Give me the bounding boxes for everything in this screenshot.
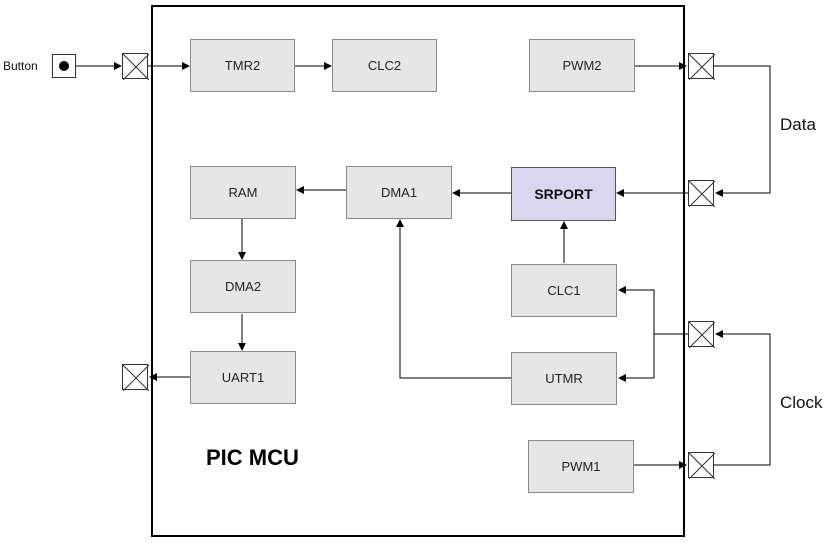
pin-icon-button-input bbox=[122, 53, 149, 80]
block-tmr2-label: TMR2 bbox=[224, 58, 261, 73]
block-utmr-label: UTMR bbox=[545, 371, 583, 386]
block-clc1[interactable]: CLC1 bbox=[511, 264, 617, 317]
block-clc2[interactable]: CLC2 bbox=[332, 39, 437, 92]
block-dma1[interactable]: DMA1 bbox=[346, 166, 452, 219]
block-dma1-label: DMA1 bbox=[380, 185, 418, 200]
block-clc1-label: CLC1 bbox=[547, 283, 581, 298]
button-label: Button bbox=[3, 59, 38, 73]
clock-signal-label: Clock bbox=[780, 393, 823, 412]
data-signal-label: Data bbox=[780, 115, 816, 134]
button-dot-icon bbox=[59, 61, 69, 71]
block-ram-label: RAM bbox=[228, 185, 258, 200]
mcu-title: PIC MCU bbox=[206, 445, 299, 470]
block-tmr2[interactable]: TMR2 bbox=[190, 39, 295, 92]
pushbutton-icon[interactable] bbox=[52, 54, 76, 78]
block-dma2-label: DMA2 bbox=[224, 279, 262, 294]
wire-clock-loop bbox=[714, 330, 771, 466]
pin-icon-pwm2-output bbox=[688, 53, 715, 80]
block-ram[interactable]: RAM bbox=[190, 166, 296, 219]
wire-data-loop bbox=[714, 65, 771, 197]
pin-icon-data-input bbox=[688, 180, 715, 207]
block-dma2[interactable]: DMA2 bbox=[190, 260, 296, 313]
block-srport[interactable]: SRPORT bbox=[511, 167, 616, 221]
pin-icon-clock-input bbox=[688, 321, 715, 348]
pin-icon-uart-output bbox=[122, 364, 149, 391]
block-clc2-label: CLC2 bbox=[367, 58, 402, 73]
block-pwm2[interactable]: PWM2 bbox=[529, 39, 635, 92]
block-pwm1-label: PWM1 bbox=[561, 459, 601, 474]
block-pwm1[interactable]: PWM1 bbox=[528, 440, 634, 493]
pin-icon-pwm1-output bbox=[688, 452, 715, 479]
block-uart1-label: UART1 bbox=[221, 370, 265, 385]
block-srport-label: SRPORT bbox=[534, 186, 593, 202]
wire-utmr-dma1 bbox=[396, 219, 511, 379]
block-utmr[interactable]: UTMR bbox=[511, 352, 617, 405]
block-uart1[interactable]: UART1 bbox=[190, 351, 296, 404]
block-pwm2-label: PWM2 bbox=[562, 58, 602, 73]
wire-junction-clc1 bbox=[618, 286, 655, 378]
